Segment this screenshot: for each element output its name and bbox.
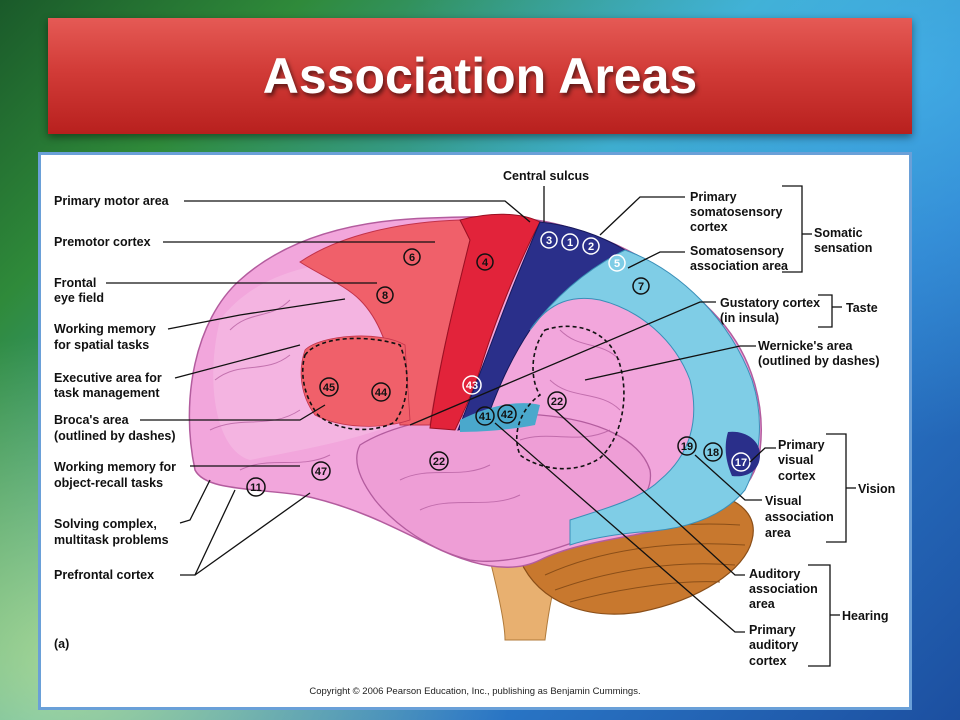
label-premotor-cortex: Premotor cortex <box>54 235 151 249</box>
label-primary-visual-2: visual <box>778 453 813 467</box>
label-visual-assoc-1: Visual <box>765 494 802 508</box>
brodmann-45: 45 <box>323 382 335 394</box>
primary-visual-area <box>725 431 760 477</box>
label-frontal-eye-field-1: Frontal <box>54 276 96 290</box>
label-somatosensory-assoc-1: Somatosensory <box>690 244 784 258</box>
label-executive-area-1: Executive area for <box>54 371 162 385</box>
label-gustatory-2: (in insula) <box>720 311 779 325</box>
label-primary-motor-area: Primary motor area <box>54 194 170 208</box>
label-somatic-sensation-1: Somatic <box>814 226 863 240</box>
label-auditory-assoc-1: Auditory <box>749 567 800 581</box>
brodmann-3: 3 <box>546 235 552 247</box>
wernicke-outline <box>515 325 625 470</box>
title-banner: Association Areas <box>48 18 912 134</box>
label-working-memory-spatial-1: Working memory <box>54 322 156 336</box>
label-somatosensory-assoc-2: association area <box>690 259 789 273</box>
label-wernickes-2: (outlined by dashes) <box>758 354 880 368</box>
label-taste: Taste <box>846 301 878 315</box>
label-solving-complex-2: multitask problems <box>54 533 169 547</box>
slide-title: Association Areas <box>262 48 698 104</box>
brodmann-42: 42 <box>501 409 513 421</box>
label-frontal-eye-field-2: eye field <box>54 291 104 305</box>
brodmann-8: 8 <box>382 290 388 302</box>
brodmann-41: 41 <box>479 411 491 423</box>
association-blue-area <box>529 249 760 546</box>
brodmann-5: 5 <box>614 258 620 270</box>
label-working-memory-object-2: object-recall tasks <box>54 476 163 490</box>
primary-motor-area <box>429 213 541 431</box>
label-visual-assoc-2: association <box>765 510 834 524</box>
label-working-memory-spatial-2: for spatial tasks <box>54 338 149 352</box>
brodmann-19: 19 <box>681 441 693 453</box>
label-primary-somatosensory-3: cortex <box>690 220 728 234</box>
label-primary-auditory-2: auditory <box>749 638 798 652</box>
leader-lines <box>106 186 776 633</box>
brodmann-2: 2 <box>588 241 594 253</box>
label-working-memory-object-1: Working memory for <box>54 460 176 474</box>
label-primary-visual-1: Primary <box>778 438 825 452</box>
label-prefrontal-cortex: Prefrontal cortex <box>54 568 154 582</box>
label-auditory-assoc-3: area <box>749 597 776 611</box>
label-gustatory-1: Gustatory cortex <box>720 296 820 310</box>
brodmann-17: 17 <box>735 457 747 469</box>
label-brocas-area-1: Broca's area <box>54 413 130 427</box>
brodmann-47: 47 <box>315 466 327 478</box>
brodmann-1: 1 <box>567 237 573 249</box>
label-solving-complex-1: Solving complex, <box>54 517 157 531</box>
brodmann-6: 6 <box>409 252 415 264</box>
gyri-texture <box>209 299 621 511</box>
label-primary-somatosensory-1: Primary <box>690 190 737 204</box>
broca-region <box>300 335 411 427</box>
label-central-sulcus: Central sulcus <box>503 169 589 183</box>
brodmann-7: 7 <box>638 281 644 293</box>
brodmann-22-upper: 22 <box>551 396 563 408</box>
panel-tag: (a) <box>54 637 69 651</box>
label-primary-auditory-3: cortex <box>749 654 787 668</box>
grouping-brackets <box>782 185 856 667</box>
brodmann-18: 18 <box>707 447 719 459</box>
label-somatic-sensation-2: sensation <box>814 241 872 255</box>
brodmann-4: 4 <box>482 257 489 269</box>
brodmann-markers: 3 1 2 5 7 6 4 8 45 44 43 41 42 22 22 47 … <box>246 231 751 497</box>
label-vision: Vision <box>858 482 895 496</box>
label-primary-auditory-1: Primary <box>749 623 796 637</box>
brodmann-22-lower: 22 <box>433 456 445 468</box>
label-hearing: Hearing <box>842 609 889 623</box>
label-primary-visual-3: cortex <box>778 469 816 483</box>
label-wernickes-1: Wernicke's area <box>758 339 854 353</box>
label-primary-somatosensory-2: somatosensory <box>690 205 782 219</box>
copyright-notice: Copyright © 2006 Pearson Education, Inc.… <box>309 686 640 697</box>
brodmann-43: 43 <box>466 380 478 392</box>
brodmann-11: 11 <box>250 482 262 494</box>
brodmann-44: 44 <box>375 387 388 399</box>
label-auditory-assoc-2: association <box>749 582 818 596</box>
label-brocas-area-2: (outlined by dashes) <box>54 429 176 443</box>
label-visual-assoc-3: area <box>765 526 792 540</box>
label-executive-area-2: task management <box>54 386 160 400</box>
gustatory-patch <box>460 403 540 432</box>
